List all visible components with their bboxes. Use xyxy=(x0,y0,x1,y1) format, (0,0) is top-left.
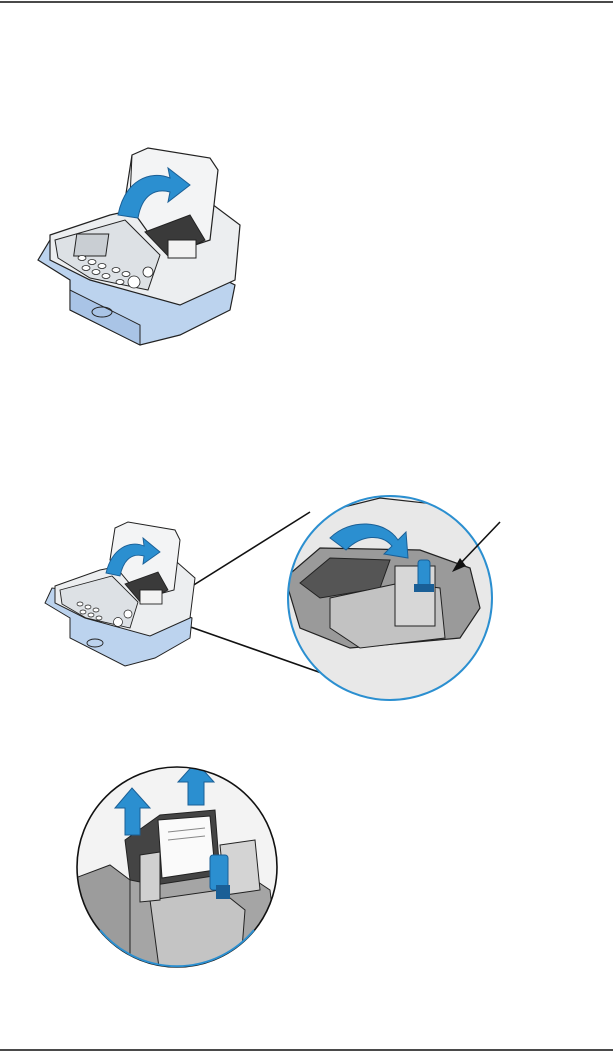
ink-cartridge-removal-illustration xyxy=(70,760,285,975)
ink-cartridge-guard-detail-illustration xyxy=(0,488,613,703)
postage-meter-open-cover-illustration xyxy=(30,140,250,350)
header-rule xyxy=(0,1,613,3)
footer-rule xyxy=(0,1049,613,1051)
